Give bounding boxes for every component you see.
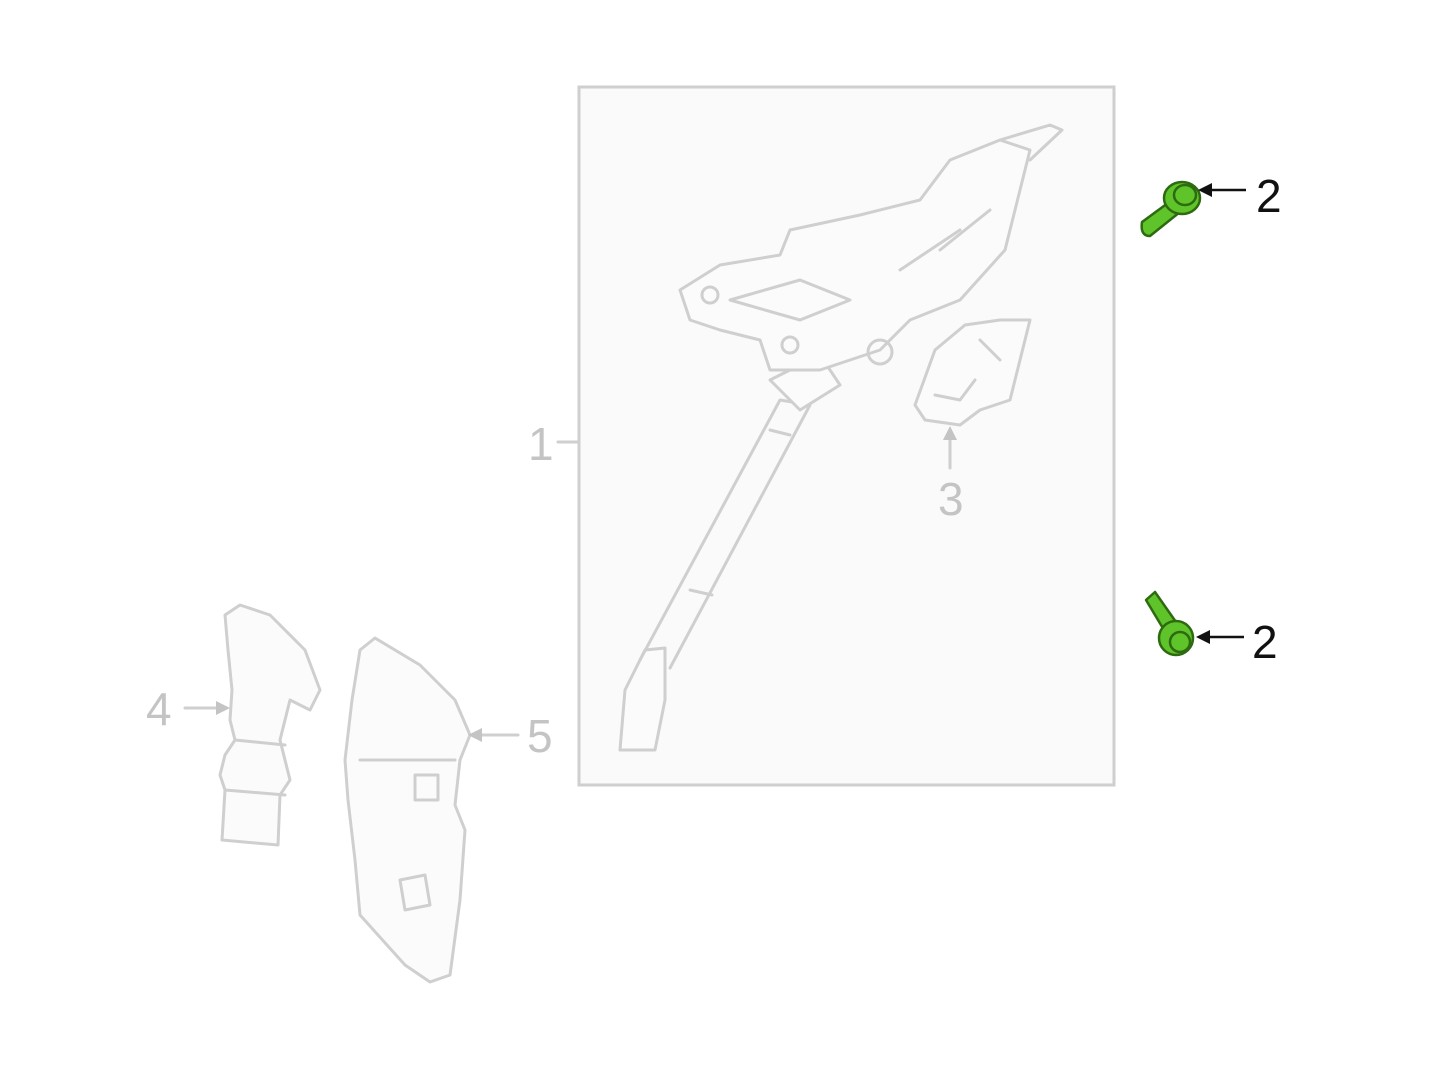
- cover-part-5[interactable]: [343, 636, 472, 984]
- callout-3[interactable]: 3: [938, 473, 964, 525]
- bolt-part-2-upper[interactable]: [1140, 180, 1202, 238]
- callout-5[interactable]: 5: [527, 710, 553, 762]
- arrow-3: [943, 426, 957, 470]
- arrow-5: [468, 728, 520, 742]
- callout-1[interactable]: 1: [528, 418, 554, 470]
- ignition-switch-part[interactable]: [913, 318, 1032, 427]
- assembly-box: [577, 85, 1116, 787]
- arrow-4: [183, 701, 230, 715]
- arrow-2-lower: [1196, 630, 1244, 644]
- callout-2-upper[interactable]: 2: [1256, 170, 1282, 222]
- callout-4[interactable]: 4: [146, 683, 172, 735]
- steering-column-part[interactable]: [618, 123, 1064, 752]
- bolt-part-2-lower[interactable]: [1144, 590, 1195, 657]
- boot-part-4[interactable]: [218, 603, 322, 847]
- callout-2-lower[interactable]: 2: [1252, 616, 1278, 668]
- arrow-2-upper: [1198, 183, 1246, 197]
